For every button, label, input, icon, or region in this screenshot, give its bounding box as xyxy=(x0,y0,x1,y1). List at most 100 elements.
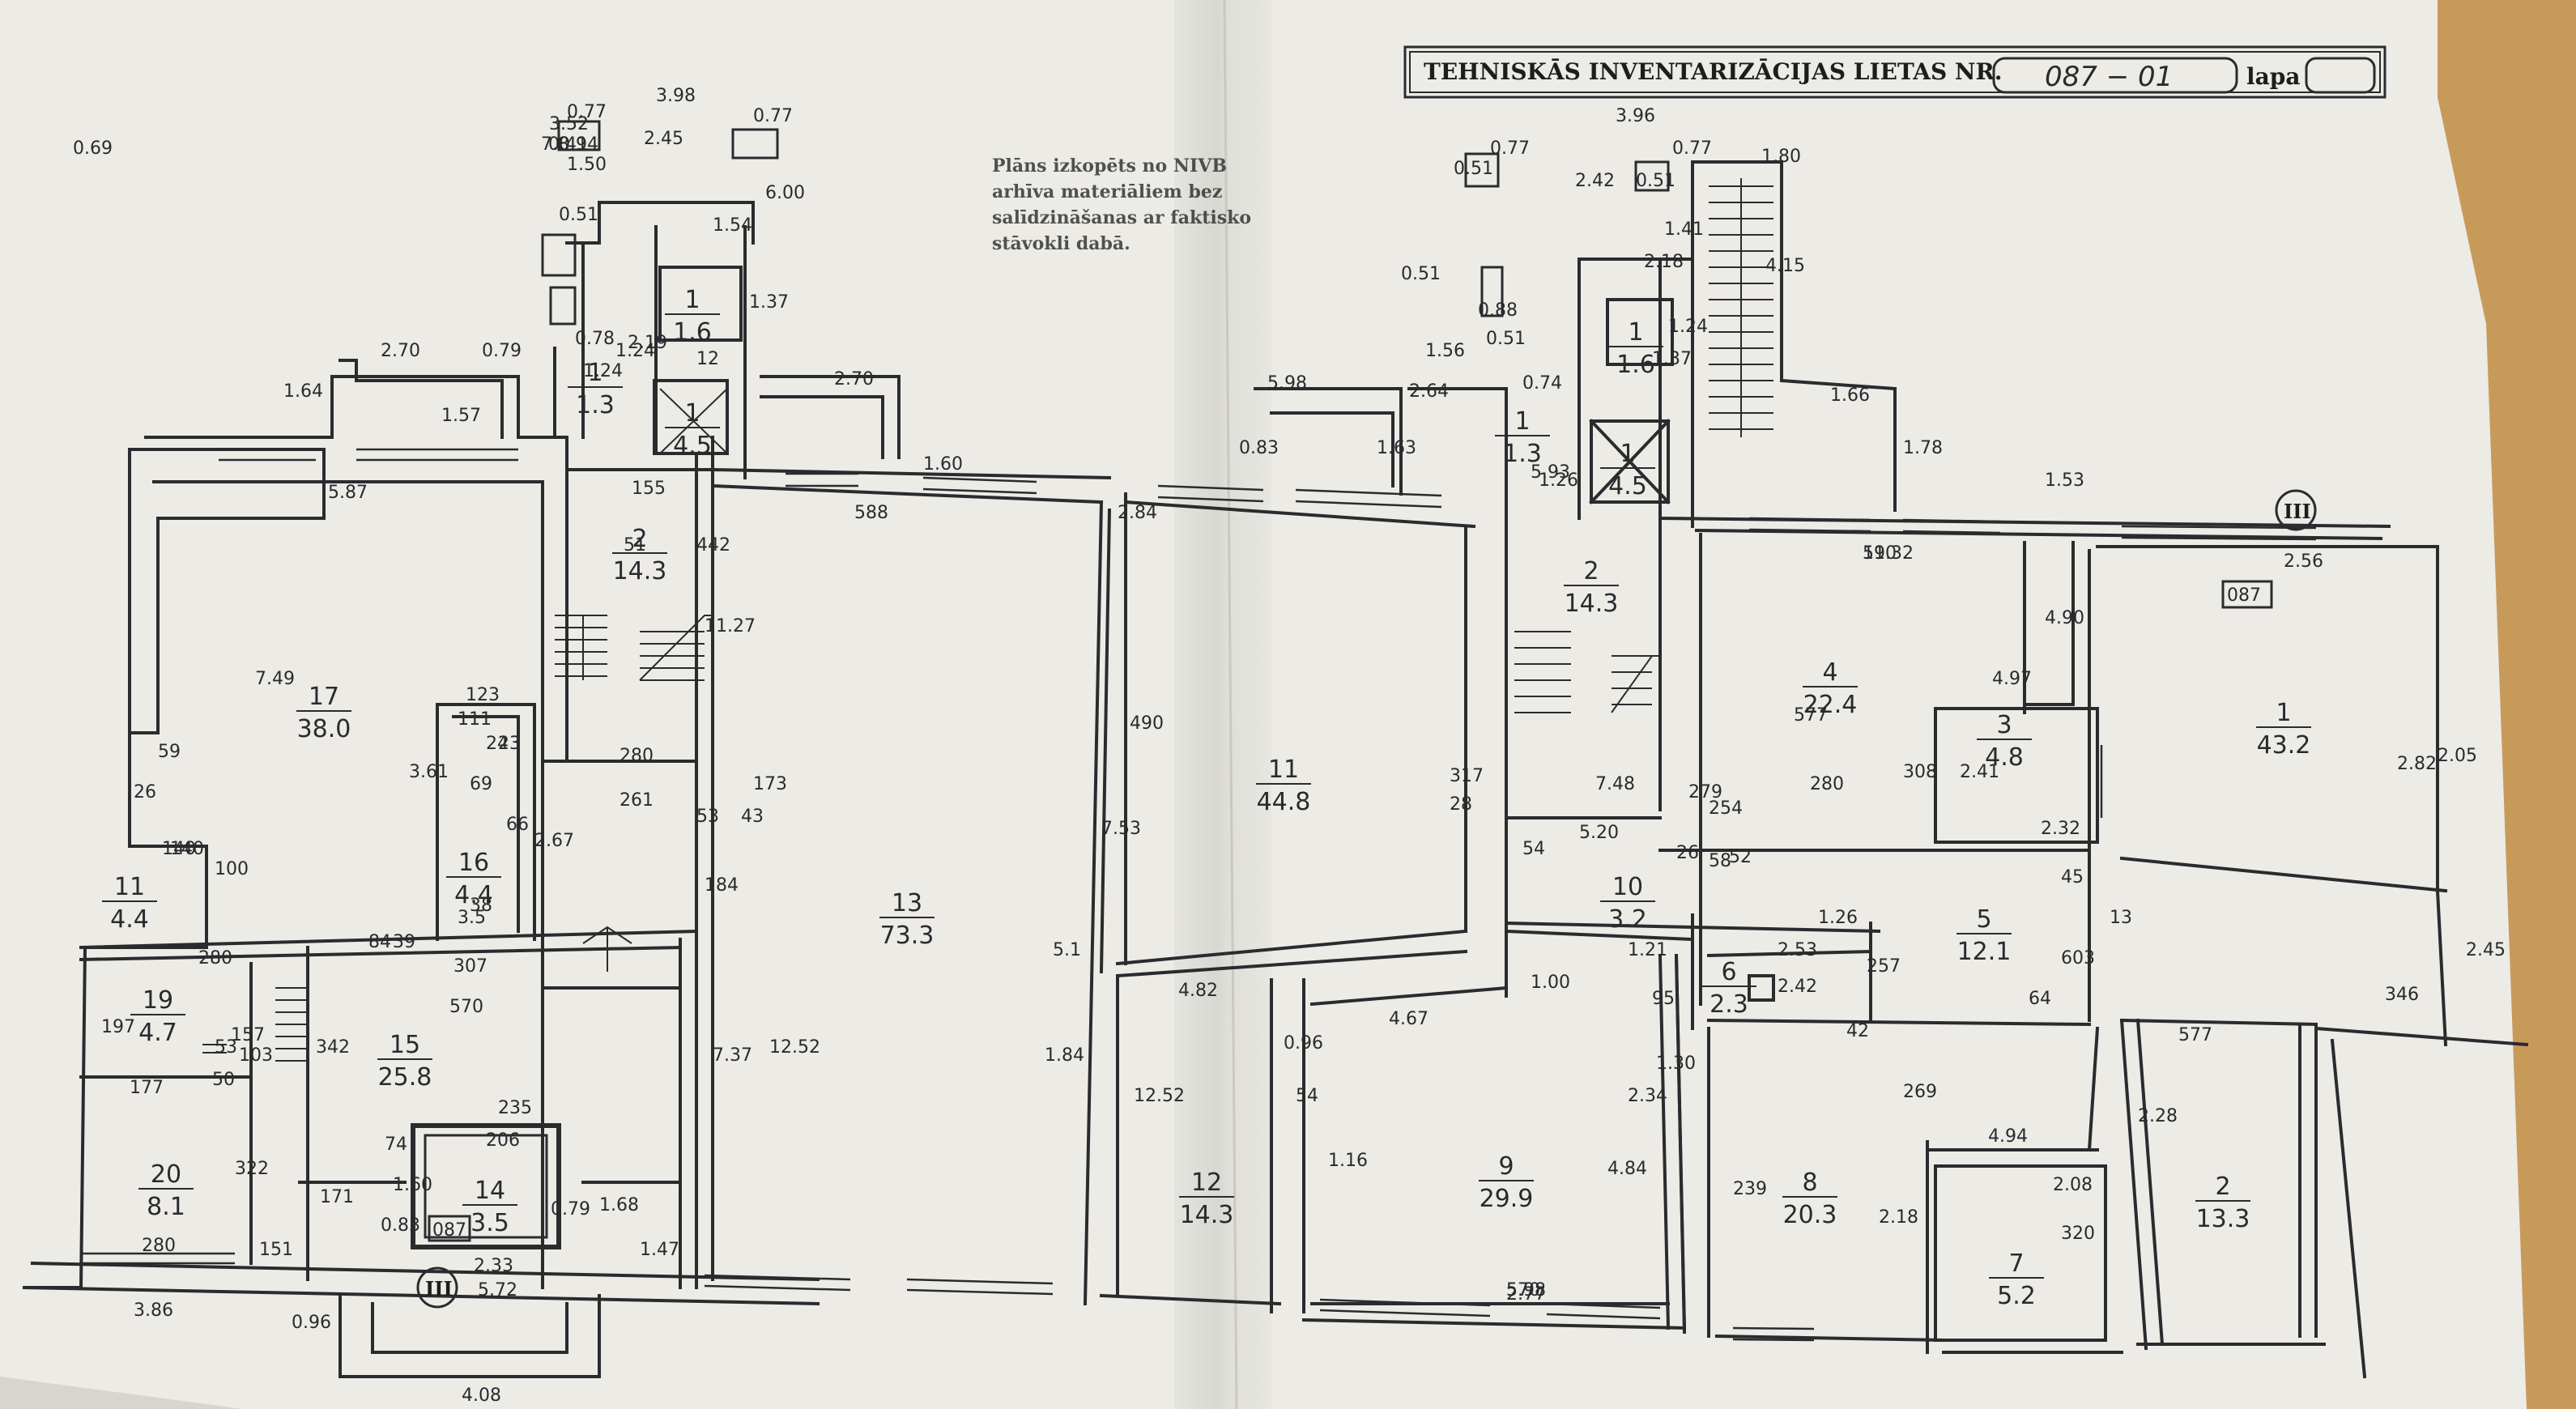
left-dimension-72: 6.00 xyxy=(765,183,805,203)
left-dimension-30: 184 xyxy=(705,875,739,896)
left-dimension-42: 342 xyxy=(316,1037,350,1058)
page-label: lapa xyxy=(2246,63,2301,90)
right-room-number: 4 xyxy=(1822,658,1837,687)
left-room-area: 14.3 xyxy=(1180,1201,1234,1229)
right-dimension-11: 0.88 xyxy=(1478,300,1518,321)
right-dimension-39: 52 xyxy=(1729,847,1752,867)
right-room-0: 11.6 xyxy=(1608,318,1663,379)
right-dimension-17: 5.93 xyxy=(1531,462,1570,483)
right-room-4: 422.4 xyxy=(1803,658,1858,719)
left-dimension-13: 59 xyxy=(158,742,181,762)
right-room-number: 1 xyxy=(1628,318,1643,347)
right-room-area: 43.2 xyxy=(2257,731,2311,760)
left-room-area: 38.0 xyxy=(297,715,351,743)
right-dimension-13: 1.24 xyxy=(1668,317,1708,337)
left-room-number: 13 xyxy=(892,889,922,917)
section-mark-left-label: III xyxy=(425,1277,453,1300)
left-room-3: 164.4 xyxy=(446,849,501,909)
left-room-area: 44.8 xyxy=(1257,788,1311,816)
right-dimension-55: 346 xyxy=(2385,985,2419,1005)
left-room-number: 9 xyxy=(1498,1152,1514,1181)
right-room-number: 1 xyxy=(1620,440,1635,468)
left-room-number: 20 xyxy=(151,1160,181,1189)
left-dimension-9: 1.64 xyxy=(283,381,323,402)
header-title: TEHNISKĀS INVENTARIZĀCIJAS LIETAS NR. xyxy=(1424,58,2003,85)
stamp-line-4: stāvokli dabā. xyxy=(992,233,1130,254)
left-dimension-8: 0.79 xyxy=(482,341,522,361)
right-dimension-16: 1.26 xyxy=(1539,470,1578,491)
left-dimension-86: 2.84 xyxy=(1118,503,1157,523)
left-room-area: 73.3 xyxy=(880,922,935,950)
section-mark-right xyxy=(2275,489,2317,531)
right-dimension-37: 26 xyxy=(1676,843,1699,863)
right-dimension-43: 1.21 xyxy=(1628,940,1667,960)
left-room-area: 29.9 xyxy=(1480,1185,1534,1213)
left-dimension-58: 0.79 xyxy=(551,1199,590,1220)
left-dimension-60: 2.33 xyxy=(474,1256,513,1276)
left-dimension-1: 2.45 xyxy=(644,129,683,149)
right-dimension-56: 2.45 xyxy=(2466,940,2506,960)
left-plan-windows xyxy=(81,448,1661,1320)
left-room-13: 11 44.8 xyxy=(1256,756,1311,816)
right-dimension-33: 7.48 xyxy=(1595,774,1635,794)
right-room-area: 12.1 xyxy=(1957,938,2012,966)
right-room-number: 8 xyxy=(1802,1168,1817,1197)
right-room-number: 3 xyxy=(1996,711,2012,739)
left-dimension-94: 1.16 xyxy=(1328,1151,1368,1171)
left-dimension-76: 1.60 xyxy=(923,454,963,475)
case-number-box xyxy=(1992,57,2238,94)
left-room-number: 15 xyxy=(390,1031,420,1059)
right-dimension-66: 2.77 xyxy=(1506,1284,1546,1305)
right-dimension-44: 1.26 xyxy=(1818,908,1858,928)
left-dimension-84: 12.52 xyxy=(1134,1086,1185,1106)
left-dimension-39: 197 xyxy=(101,1017,135,1037)
left-room-number: 11 xyxy=(1268,756,1299,784)
left-room-number: 1 xyxy=(684,399,700,428)
left-dimension-73: 1.37 xyxy=(749,292,789,313)
left-room-area: 3.5 xyxy=(470,1209,509,1237)
right-room-number: 5 xyxy=(1976,905,1991,934)
left-dimension-79: 442 xyxy=(696,535,730,556)
right-dimension-59: 269 xyxy=(1903,1082,1937,1102)
left-dimension-2: 0.77 xyxy=(567,102,607,122)
left-room-number: 16 xyxy=(458,849,489,877)
right-dimension-0: 3.96 xyxy=(1616,106,1655,126)
left-dimension-87: 5.98 xyxy=(1267,373,1307,394)
right-dimension-3: 2.42 xyxy=(1575,171,1615,191)
left-dimension-10: 1.57 xyxy=(441,406,481,426)
right-dimension-7: 1.41 xyxy=(1664,219,1704,240)
right-dimension-45: 2.53 xyxy=(1778,940,1817,960)
right-dimension-48: 1.00 xyxy=(1531,973,1570,993)
left-room-area: 4.7 xyxy=(138,1019,177,1047)
paper-corner-shadow xyxy=(0,1377,243,1409)
left-dimension-54: 1.60 xyxy=(393,1175,432,1195)
right-room-7: 103.2 xyxy=(1600,873,1655,934)
left-dimension-24: 280 xyxy=(620,746,654,766)
right-dimension-67: 5.98 xyxy=(1506,1280,1546,1300)
right-room-area: 1.3 xyxy=(1503,440,1542,468)
left-dimension-51: 4.08 xyxy=(462,1386,501,1406)
left-dimension-27: 53 xyxy=(696,807,719,827)
stamp-line-2: arhīva materiāliem bez xyxy=(992,181,1222,202)
left-dimension-67: 1.24 xyxy=(615,341,655,361)
right-room-area: 14.3 xyxy=(1565,590,1619,618)
right-dimension-62: 320 xyxy=(2061,1224,2095,1244)
left-dimension-12: 7.49 xyxy=(255,669,295,689)
left-dimension-49: 151 xyxy=(259,1240,293,1260)
right-dimension-20: 1.53 xyxy=(2045,470,2084,491)
right-dimension-47: 2.42 xyxy=(1778,977,1817,997)
right-room-9: 62.3 xyxy=(1701,958,1756,1019)
ref-box-left-label: 087 xyxy=(432,1220,466,1241)
left-dimension-65: 155 xyxy=(632,479,666,499)
left-dimension-0: 3.98 xyxy=(656,86,696,106)
left-dimension-44: 50 xyxy=(212,1070,235,1090)
right-dimension-42: 54 xyxy=(1522,839,1545,859)
right-dimension-14: 1.37 xyxy=(1652,349,1692,369)
left-room-number: 17 xyxy=(309,683,339,711)
right-room-6: 143.2 xyxy=(2256,699,2311,760)
right-dimension-10: 0.51 xyxy=(1486,329,1526,349)
right-room-number: 1 xyxy=(2276,699,2291,727)
left-room-area: 1.3 xyxy=(576,391,615,419)
